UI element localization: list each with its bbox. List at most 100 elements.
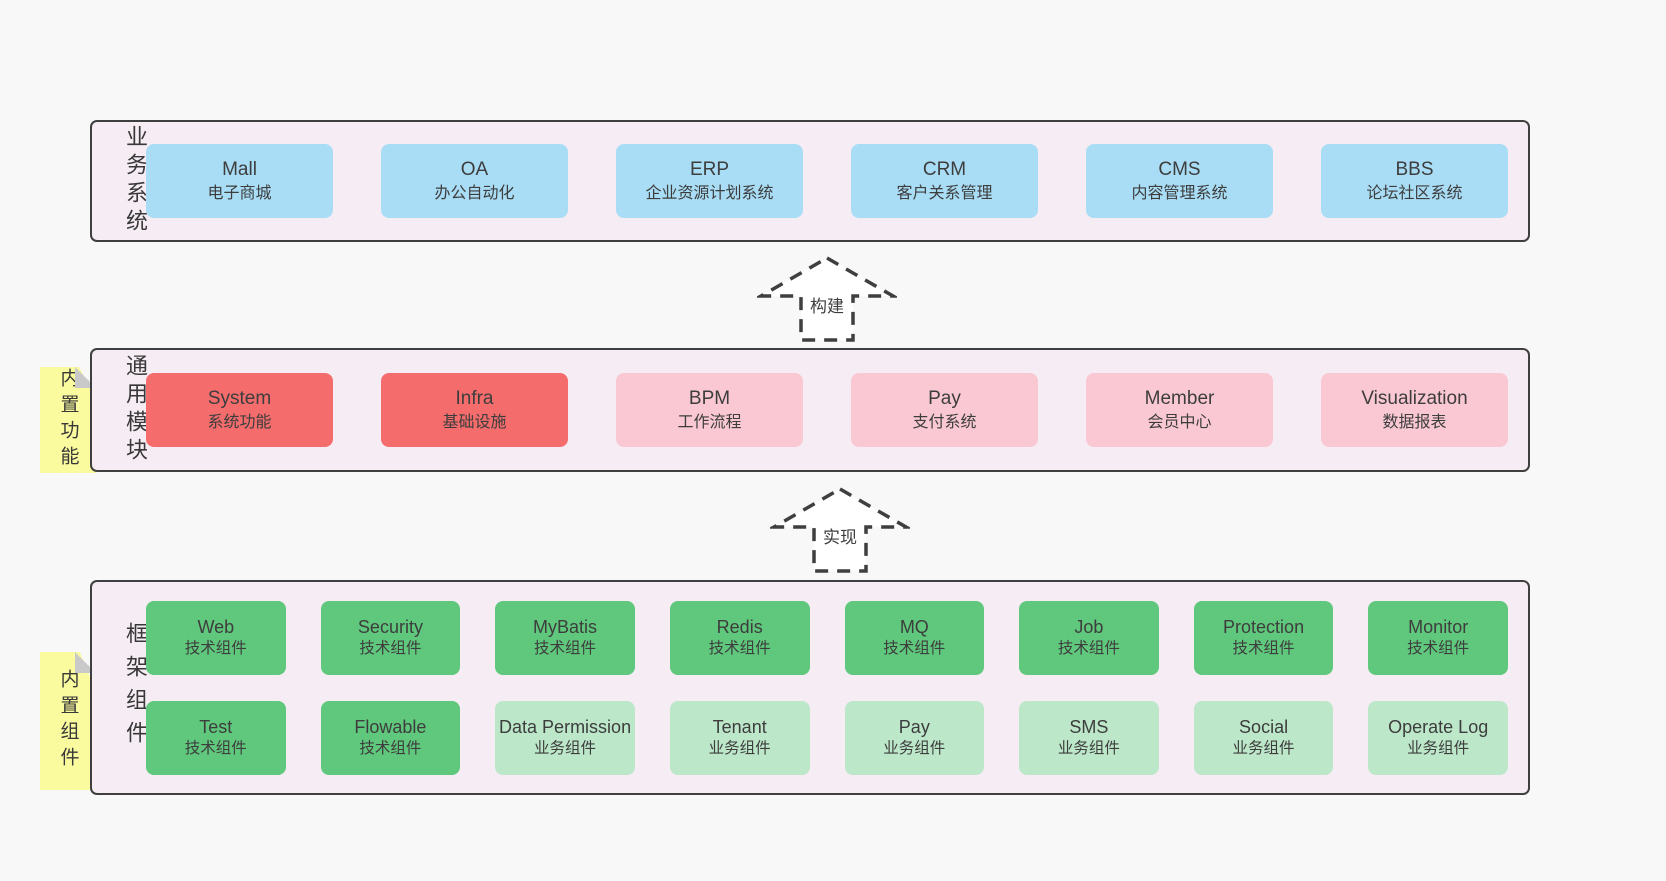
box-mall-name: Mall bbox=[222, 159, 257, 181]
sticky-built-in-features-label: 内置功能 bbox=[57, 368, 79, 472]
sticky-built-in-components-label: 内置组件 bbox=[57, 669, 79, 773]
framework-boxes-row1: Web 技术组件 Security 技术组件 MyBatis 技术组件 Redi… bbox=[146, 600, 1528, 675]
panel-framework-components-label: 框架组件 bbox=[123, 621, 148, 754]
box-tenant-name: Tenant bbox=[712, 717, 767, 738]
box-tenant: Tenant 业务组件 bbox=[669, 700, 810, 775]
box-system-desc: 系统功能 bbox=[207, 414, 272, 432]
box-tenant-desc: 业务组件 bbox=[708, 739, 771, 757]
box-protection-name: Protection bbox=[1223, 617, 1305, 638]
box-member: Member 会员中心 bbox=[1086, 373, 1273, 447]
panel-business-systems: 业务系统 Mall 电子商城 OA 办公自动化 ERP 企业资源计划系统 CRM… bbox=[90, 120, 1530, 242]
arrow-implement-label: 实现 bbox=[820, 523, 860, 548]
sticky-built-in-components: 内置组件 bbox=[40, 652, 96, 790]
box-mq-desc: 技术组件 bbox=[883, 639, 946, 657]
box-visualization: Visualization 数据报表 bbox=[1321, 373, 1508, 447]
box-test-name: Test bbox=[199, 717, 233, 738]
box-visualization-desc: 数据报表 bbox=[1382, 414, 1447, 432]
box-data-permission: Data Permission 业务组件 bbox=[495, 700, 635, 775]
box-redis-name: Redis bbox=[716, 617, 763, 638]
box-security: Security 技术组件 bbox=[320, 600, 461, 675]
box-system: System 系统功能 bbox=[146, 373, 333, 447]
box-mall: Mall 电子商城 bbox=[146, 144, 333, 218]
box-mq-name: MQ bbox=[899, 617, 929, 638]
box-security-name: Security bbox=[357, 617, 423, 638]
box-monitor-name: Monitor bbox=[1408, 617, 1469, 638]
box-redis: Redis 技术组件 bbox=[669, 600, 810, 675]
box-protection-desc: 技术组件 bbox=[1232, 639, 1295, 657]
box-infra-name: Infra bbox=[455, 388, 494, 410]
box-pay-module: Pay 支付系统 bbox=[851, 373, 1038, 447]
box-cms-desc: 内容管理系统 bbox=[1131, 185, 1228, 203]
business-boxes-row: Mall 电子商城 OA 办公自动化 ERP 企业资源计划系统 CRM 客户关系… bbox=[146, 144, 1528, 218]
framework-boxes-grid: Web 技术组件 Security 技术组件 MyBatis 技术组件 Redi… bbox=[146, 600, 1528, 775]
box-flowable-desc: 技术组件 bbox=[359, 739, 422, 757]
box-oa: OA 办公自动化 bbox=[381, 144, 568, 218]
box-erp-name: ERP bbox=[689, 159, 730, 181]
arrow-build-label: 构建 bbox=[807, 292, 847, 317]
box-pay-component-name: Pay bbox=[898, 717, 930, 738]
box-infra-desc: 基础设施 bbox=[442, 414, 507, 432]
box-job: Job 技术组件 bbox=[1019, 600, 1159, 675]
box-oa-name: OA bbox=[460, 159, 489, 181]
box-operate-log-name: Operate Log bbox=[1388, 717, 1489, 738]
box-web-name: Web bbox=[197, 617, 235, 638]
box-monitor-desc: 技术组件 bbox=[1407, 639, 1470, 657]
box-cms-name: CMS bbox=[1158, 159, 1201, 181]
modules-boxes-row: System 系统功能 Infra 基础设施 BPM 工作流程 Pay 支付系统… bbox=[146, 373, 1528, 447]
box-security-desc: 技术组件 bbox=[359, 639, 422, 657]
box-mall-desc: 电子商城 bbox=[207, 185, 272, 203]
box-cms: CMS 内容管理系统 bbox=[1086, 144, 1273, 218]
box-erp: ERP 企业资源计划系统 bbox=[616, 144, 803, 218]
box-crm-desc: 客户关系管理 bbox=[896, 185, 993, 203]
box-operate-log-desc: 业务组件 bbox=[1407, 739, 1470, 757]
box-bbs-name: BBS bbox=[1395, 159, 1434, 181]
box-mybatis-name: MyBatis bbox=[533, 617, 598, 638]
box-mybatis-desc: 技术组件 bbox=[534, 639, 597, 657]
box-member-desc: 会员中心 bbox=[1147, 414, 1212, 432]
box-bpm: BPM 工作流程 bbox=[616, 373, 803, 447]
box-bbs-desc: 论坛社区系统 bbox=[1366, 185, 1463, 203]
box-crm: CRM 客户关系管理 bbox=[851, 144, 1038, 218]
box-test: Test 技术组件 bbox=[146, 700, 286, 775]
box-member-name: Member bbox=[1144, 388, 1215, 410]
box-protection: Protection 技术组件 bbox=[1193, 600, 1334, 675]
box-pay-module-desc: 支付系统 bbox=[912, 414, 977, 432]
box-oa-desc: 办公自动化 bbox=[434, 185, 515, 203]
framework-boxes-row2: Test 技术组件 Flowable 技术组件 Data Permission … bbox=[146, 700, 1528, 775]
box-sms-name: SMS bbox=[1069, 717, 1109, 738]
box-flowable-name: Flowable bbox=[354, 717, 427, 738]
box-data-permission-name: Data Permission bbox=[499, 717, 632, 738]
box-monitor: Monitor 技术组件 bbox=[1368, 600, 1508, 675]
box-infra: Infra 基础设施 bbox=[381, 373, 568, 447]
box-web: Web 技术组件 bbox=[146, 600, 286, 675]
panel-business-systems-label: 业务系统 bbox=[123, 125, 148, 237]
panel-framework-components: 框架组件 Web 技术组件 Security 技术组件 MyBatis 技术组件… bbox=[90, 580, 1530, 795]
box-erp-desc: 企业资源计划系统 bbox=[645, 185, 774, 203]
box-web-desc: 技术组件 bbox=[184, 639, 247, 657]
box-bpm-name: BPM bbox=[688, 388, 731, 410]
box-test-desc: 技术组件 bbox=[184, 739, 247, 757]
box-operate-log: Operate Log 业务组件 bbox=[1368, 700, 1508, 775]
box-data-permission-desc: 业务组件 bbox=[534, 739, 597, 757]
panel-common-modules-label: 通用模块 bbox=[123, 354, 148, 466]
box-pay-component: Pay 业务组件 bbox=[844, 700, 985, 775]
box-mq: MQ 技术组件 bbox=[844, 600, 985, 675]
box-pay-module-name: Pay bbox=[928, 388, 961, 410]
box-social-desc: 业务组件 bbox=[1232, 739, 1295, 757]
box-pay-component-desc: 业务组件 bbox=[883, 739, 946, 757]
box-bbs: BBS 论坛社区系统 bbox=[1321, 144, 1508, 218]
box-social-name: Social bbox=[1239, 717, 1289, 738]
arrow-build: 构建 bbox=[757, 255, 897, 343]
panel-common-modules: 通用模块 System 系统功能 Infra 基础设施 BPM 工作流程 Pay… bbox=[90, 348, 1530, 472]
box-redis-desc: 技术组件 bbox=[708, 639, 771, 657]
box-visualization-name: Visualization bbox=[1361, 388, 1468, 410]
box-bpm-desc: 工作流程 bbox=[677, 414, 742, 432]
box-mybatis: MyBatis 技术组件 bbox=[495, 600, 635, 675]
arrow-implement: 实现 bbox=[770, 486, 910, 574]
sticky-built-in-features: 内置功能 bbox=[40, 367, 96, 473]
box-sms: SMS 业务组件 bbox=[1019, 700, 1159, 775]
box-social: Social 业务组件 bbox=[1193, 700, 1334, 775]
box-crm-name: CRM bbox=[922, 159, 967, 181]
box-system-name: System bbox=[207, 388, 272, 410]
